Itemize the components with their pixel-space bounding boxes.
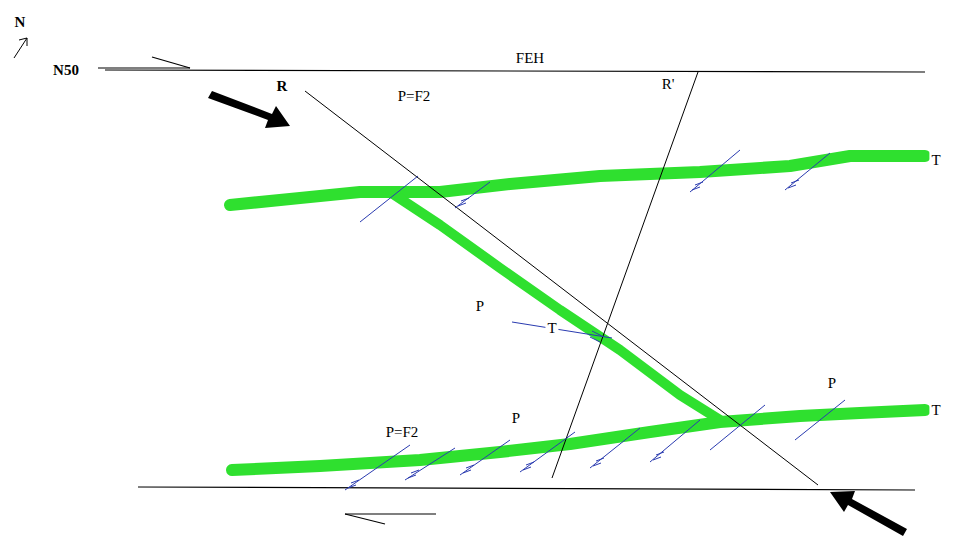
tension-gash: [230, 156, 925, 205]
p-shear: [690, 150, 740, 192]
shear-label: R: [275, 78, 290, 95]
p-shear: [520, 432, 575, 472]
tension-label: T: [545, 320, 558, 337]
fault-azimuth: N50: [51, 62, 81, 79]
p-shear: [360, 176, 418, 222]
p-shear: [512, 322, 612, 338]
p-shear: [650, 420, 700, 462]
shear-label: P=F2: [384, 424, 421, 441]
p-shear: [795, 400, 845, 440]
p-shears: [345, 150, 845, 490]
shear-label: P: [474, 298, 486, 315]
tension-label: T: [929, 402, 942, 419]
p-shear: [710, 405, 765, 450]
fault-boundaries: [98, 57, 925, 524]
p-shear: [590, 428, 640, 468]
r-prime-shear-line: [552, 72, 698, 478]
slip-ticks: [348, 180, 799, 488]
slip-tick: [692, 182, 703, 190]
sinistral-half-arrow: [345, 513, 436, 514]
north-arrow-head: [19, 38, 27, 46]
tension-gash: [390, 192, 720, 420]
north-arrow: [14, 38, 27, 58]
shear-label: P: [826, 375, 838, 392]
shear-label: P: [510, 410, 522, 427]
lower-fault-line: [138, 487, 915, 490]
slip-tick: [593, 458, 604, 466]
slip-tick: [590, 331, 602, 342]
slip-tick: [653, 452, 664, 460]
slip-tick: [463, 465, 474, 473]
p-shear: [460, 440, 510, 475]
north-arrow-shaft: [14, 38, 27, 58]
tension-veins: [230, 156, 925, 470]
p-shear: [405, 448, 455, 480]
slip-tick: [788, 180, 799, 188]
riedel-shears: [305, 72, 818, 485]
slip-tick: [348, 480, 359, 488]
tension-label: T: [929, 152, 942, 169]
fault-name: FEH: [514, 50, 546, 67]
p-shear: [785, 153, 830, 190]
dextral-half-arrow: [98, 67, 190, 68]
compression-arrow: [830, 491, 907, 536]
dextral-half-arrow-head: [152, 57, 190, 68]
sinistral-half-arrow-head: [345, 514, 385, 524]
shear-label: R': [660, 76, 677, 93]
north-label: N: [13, 14, 28, 31]
r-shear-line: [305, 91, 818, 485]
slip-tick: [523, 462, 534, 470]
p-shear: [455, 182, 490, 208]
shear-label: P=F2: [396, 88, 433, 105]
slip-tick: [408, 470, 419, 478]
slip-tick: [458, 198, 469, 206]
p-shear: [345, 445, 410, 490]
upper-fault-line: [105, 70, 925, 72]
compression-arrow: [208, 91, 290, 128]
